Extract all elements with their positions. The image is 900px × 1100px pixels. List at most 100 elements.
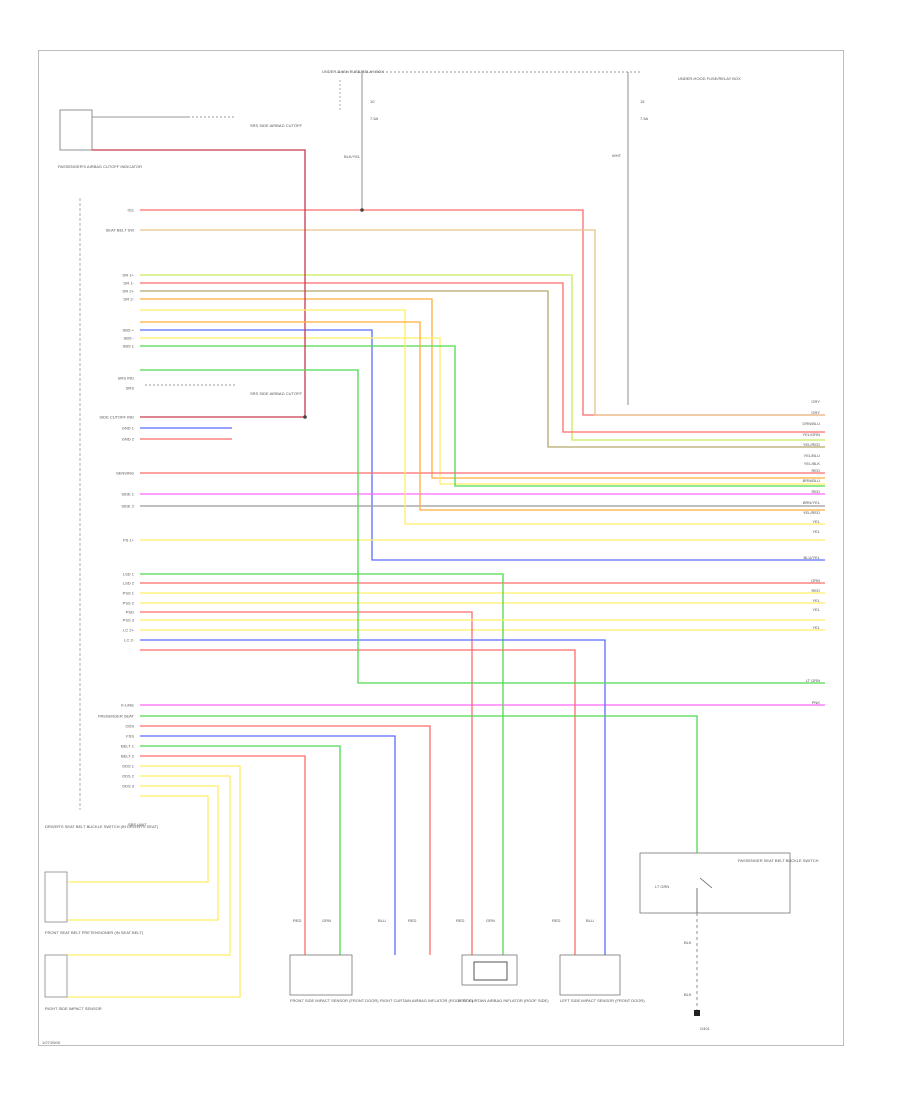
wire-fss xyxy=(140,735,396,955)
bottom-connector-label: RED xyxy=(293,918,302,923)
pass-airbag-label: PASSENGER'S AIRBAG CUTOFF INDICATOR xyxy=(58,164,142,169)
right-wire-label: YEL/BLU xyxy=(804,453,821,458)
front-side-sensor-box xyxy=(289,954,353,996)
wire-sbs-n xyxy=(140,337,825,485)
bottom-connector-label: RED xyxy=(408,918,417,923)
right-wire-label: LT GRN xyxy=(806,678,820,683)
right-connector-labels: GRYGRYORN/BLUYEL/GRNYEL/REDYEL/BLUYEL/BL… xyxy=(802,399,821,705)
wire-lt-green xyxy=(140,369,825,684)
srs-unit: SRS UNIT xyxy=(79,198,147,827)
pin-label: LSD 1 xyxy=(123,572,135,577)
wire-seatbelt xyxy=(140,229,825,416)
bottom-connector-label: GRN xyxy=(322,918,331,923)
pin-label: SIDE CUTOFF IND xyxy=(99,415,134,420)
pin-label: DR 1+ xyxy=(123,273,135,278)
junction-dot xyxy=(303,415,307,419)
pin-label: PSD xyxy=(126,610,134,615)
pin-label: SRS IND xyxy=(118,376,134,381)
bottom-connector-label: BLU xyxy=(378,918,386,923)
wire-ods xyxy=(140,725,431,955)
junction-dot xyxy=(360,208,364,212)
pin-label: PASSENGER SEAT xyxy=(98,714,134,719)
ground-symbol xyxy=(694,1010,700,1016)
right-wire-label: RED xyxy=(812,468,821,473)
relay-note-1: SRS SIDE AIRBAG CUTOFF xyxy=(250,123,302,128)
wire-sbs-p xyxy=(140,329,825,561)
left-comp-2: FRONT SEAT BELT PRETENSIONER (IN SEAT BE… xyxy=(45,930,144,935)
fuse-b-num: 15 xyxy=(640,99,645,104)
wire-belt2 xyxy=(140,755,306,955)
wire-dr-orange xyxy=(140,321,825,511)
bottom-connector-label: RED xyxy=(456,918,465,923)
wire-lc2n xyxy=(140,639,606,955)
pin-label: BELT 1 xyxy=(121,744,135,749)
diagram-frame xyxy=(38,50,844,1046)
pin-label: SBS - xyxy=(124,336,135,341)
right-wire-label: ORN/BLU xyxy=(802,421,820,426)
right-wire-label: GRY xyxy=(811,399,820,404)
wire-lsd1 xyxy=(140,573,504,955)
pin-label: PSS 2 xyxy=(123,601,135,606)
pin-label: SENSING xyxy=(116,471,134,476)
bottom-comp-4: LEFT SIDE IMPACT SENSOR (FRONT DOOR) xyxy=(560,998,645,1003)
pin-label: SBS 1 xyxy=(123,344,135,349)
relay-note-2: SRS SIDE AIRBAG CUTOFF xyxy=(250,391,302,396)
wire-dr2p xyxy=(140,290,825,448)
pin-label: SIDE 2 xyxy=(121,504,134,509)
right-wire-label: PNK xyxy=(812,700,821,705)
fuse-a-wire: BLK/YEL xyxy=(344,154,361,159)
passenger-switch-label-3: BLK xyxy=(684,992,692,997)
wire-ods2 xyxy=(67,775,231,956)
pin-label: K-LINE xyxy=(121,703,134,708)
left-comp-1: DRIVER'S SEAT BELT BUCKLE SWITCH (IN DRI… xyxy=(45,824,159,829)
pin-label: BELT 2 xyxy=(121,754,135,759)
top-fuse-block: UNDER-DASH FUSE/RELAY BOX 10 7.5A BLK/YE… xyxy=(58,69,741,405)
wire-ig1 xyxy=(140,209,825,416)
wire-ods4 xyxy=(67,795,209,883)
right-wire-label: YEL xyxy=(812,529,820,534)
right-wire-label: YEL xyxy=(812,607,820,612)
passenger-switch-box xyxy=(639,852,791,914)
right-wire-label: YEL/GRN xyxy=(802,432,820,437)
fuse-b-wire: WHT xyxy=(612,153,622,158)
pin-label: DR 1- xyxy=(124,281,135,286)
bottom-comp-3: LEFT CURTAIN AIRBAG INFLATOR (ROOF SIDE) xyxy=(458,998,549,1003)
pin-label: PSS 3 xyxy=(123,618,135,623)
bottom-comp-2: RIGHT CURTAIN AIRBAG INFLATOR (ROOF SIDE… xyxy=(380,998,474,1003)
right-wire-label: BRN/YEL xyxy=(803,500,821,505)
bottom-components: FRONT SIDE IMPACT SENSOR (FRONT DOOR) RI… xyxy=(289,954,645,1003)
right-wire-label: YEL/RED xyxy=(803,442,820,447)
right-wire-label: RED xyxy=(812,489,821,494)
pin-label: LC 2+ xyxy=(123,628,134,633)
pin-label: SRS xyxy=(126,386,135,391)
right-wire-label: YEL/BLK xyxy=(804,461,821,466)
passenger-switch-label-2: BLK xyxy=(684,940,692,945)
left-comp-3: RIGHT SIDE IMPACT SENSOR xyxy=(45,1006,102,1011)
right-wire-label: BLU/YEL xyxy=(804,555,821,560)
right-wire-label: YEL xyxy=(812,598,820,603)
pin-label: SEAT BELT SW xyxy=(106,228,135,233)
wire-psd xyxy=(140,611,473,955)
left-curtain-box xyxy=(461,954,518,986)
pin-label: ODS xyxy=(125,724,134,729)
pin-label: LSD 2 xyxy=(123,581,135,586)
wire-srs-ind xyxy=(92,149,306,418)
pin-label: ODS 3 xyxy=(122,784,135,789)
fuse-a-num: 10 xyxy=(370,99,375,104)
pin-label: GND 1 xyxy=(122,426,135,431)
footer-code: 1/27/2009 xyxy=(42,1040,60,1045)
pin-label: IG1 xyxy=(128,208,135,213)
bottom-comp-1: FRONT SIDE IMPACT SENSOR (FRONT DOOR) xyxy=(290,998,379,1003)
pin-label: PS 1+ xyxy=(123,538,135,543)
passenger-switch-label-1: LT GRN xyxy=(655,884,669,889)
wire-dr2-aux xyxy=(140,309,825,525)
left-components: DRIVER'S SEAT BELT BUCKLE SWITCH (IN DRI… xyxy=(44,824,159,1011)
fuse-box-label: UNDER-DASH FUSE/RELAY BOX xyxy=(322,69,384,74)
right-wire-label: YEL xyxy=(812,519,820,524)
right-wire-label: GRN xyxy=(811,578,820,583)
bottom-connector-label: GRN xyxy=(486,918,495,923)
